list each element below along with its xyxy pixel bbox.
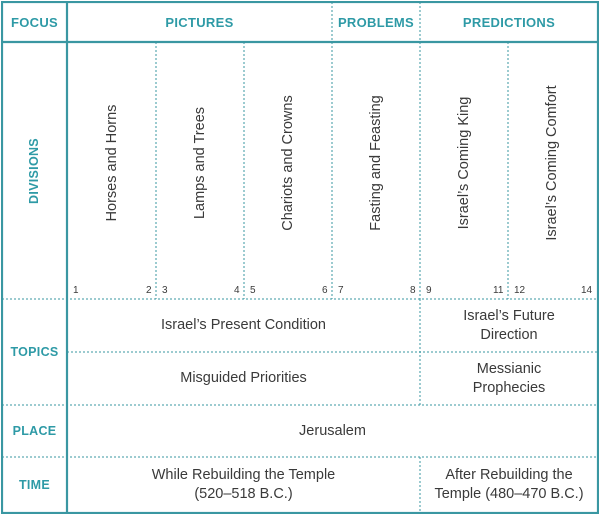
division-label: Chariots and Crowns	[280, 95, 296, 231]
topic-misguided-priorities: Misguided Priorities	[180, 370, 307, 386]
division-start-chapter: 1	[73, 285, 79, 296]
topic-future-direction-line1: Israel’s Future	[463, 307, 555, 324]
division-start-chapter: 9	[426, 285, 432, 296]
topic-messianic-line1: Messianic	[476, 360, 542, 377]
division-end-chapter: 6	[322, 285, 328, 296]
time-left-line1: While Rebuilding the Temple	[151, 467, 336, 483]
topic-messianic-prophecies: Messianic Prophecies	[420, 352, 598, 405]
row-label-place: PLACE	[12, 424, 57, 438]
division-label: Horses and Horns	[104, 104, 120, 222]
division-end-chapter: 11	[493, 285, 504, 296]
division-label: Israel’s Coming King	[456, 96, 472, 230]
division-label: Lamps and Trees	[192, 106, 208, 220]
time-right-line2: Temple (480–470 B.C.)	[434, 486, 584, 502]
topic-present-condition: Israel’s Present Condition	[161, 317, 326, 333]
row-label-time: TIME	[18, 478, 51, 492]
row-label-topics: TOPICS	[10, 345, 59, 359]
header-predictions: PREDICTIONS	[462, 14, 556, 30]
time-after-rebuilding: After Rebuilding the Temple (480–470 B.C…	[420, 457, 598, 513]
division-start-chapter: 7	[338, 285, 344, 296]
division-label: Israel’s Coming Comfort	[544, 85, 560, 241]
topic-future-direction: Israel’s Future Direction	[420, 299, 598, 352]
division-label: Fasting and Feasting	[368, 95, 384, 231]
place-value: Jerusalem	[299, 422, 366, 439]
header-problems: PROBLEMS	[337, 14, 415, 30]
division-start-chapter: 12	[514, 285, 526, 296]
division-end-chapter: 14	[581, 285, 593, 296]
division-end-chapter: 4	[234, 285, 240, 296]
header-focus: FOCUS	[11, 14, 58, 30]
division-start-chapter: 5	[250, 285, 256, 296]
header-pictures: PICTURES	[165, 14, 234, 30]
division-start-chapter: 3	[162, 285, 168, 296]
topic-messianic-line2: Prophecies	[472, 379, 546, 396]
division-end-chapter: 8	[410, 285, 416, 296]
row-label-divisions: DIVISIONS	[27, 138, 41, 204]
time-left-line2: (520–518 B.C.)	[194, 486, 293, 502]
division-end-chapter: 2	[146, 285, 152, 296]
time-right-line1: After Rebuilding the	[445, 467, 573, 483]
topic-future-direction-line2: Direction	[480, 326, 538, 343]
time-while-rebuilding: While Rebuilding the Temple (520–518 B.C…	[67, 457, 420, 513]
